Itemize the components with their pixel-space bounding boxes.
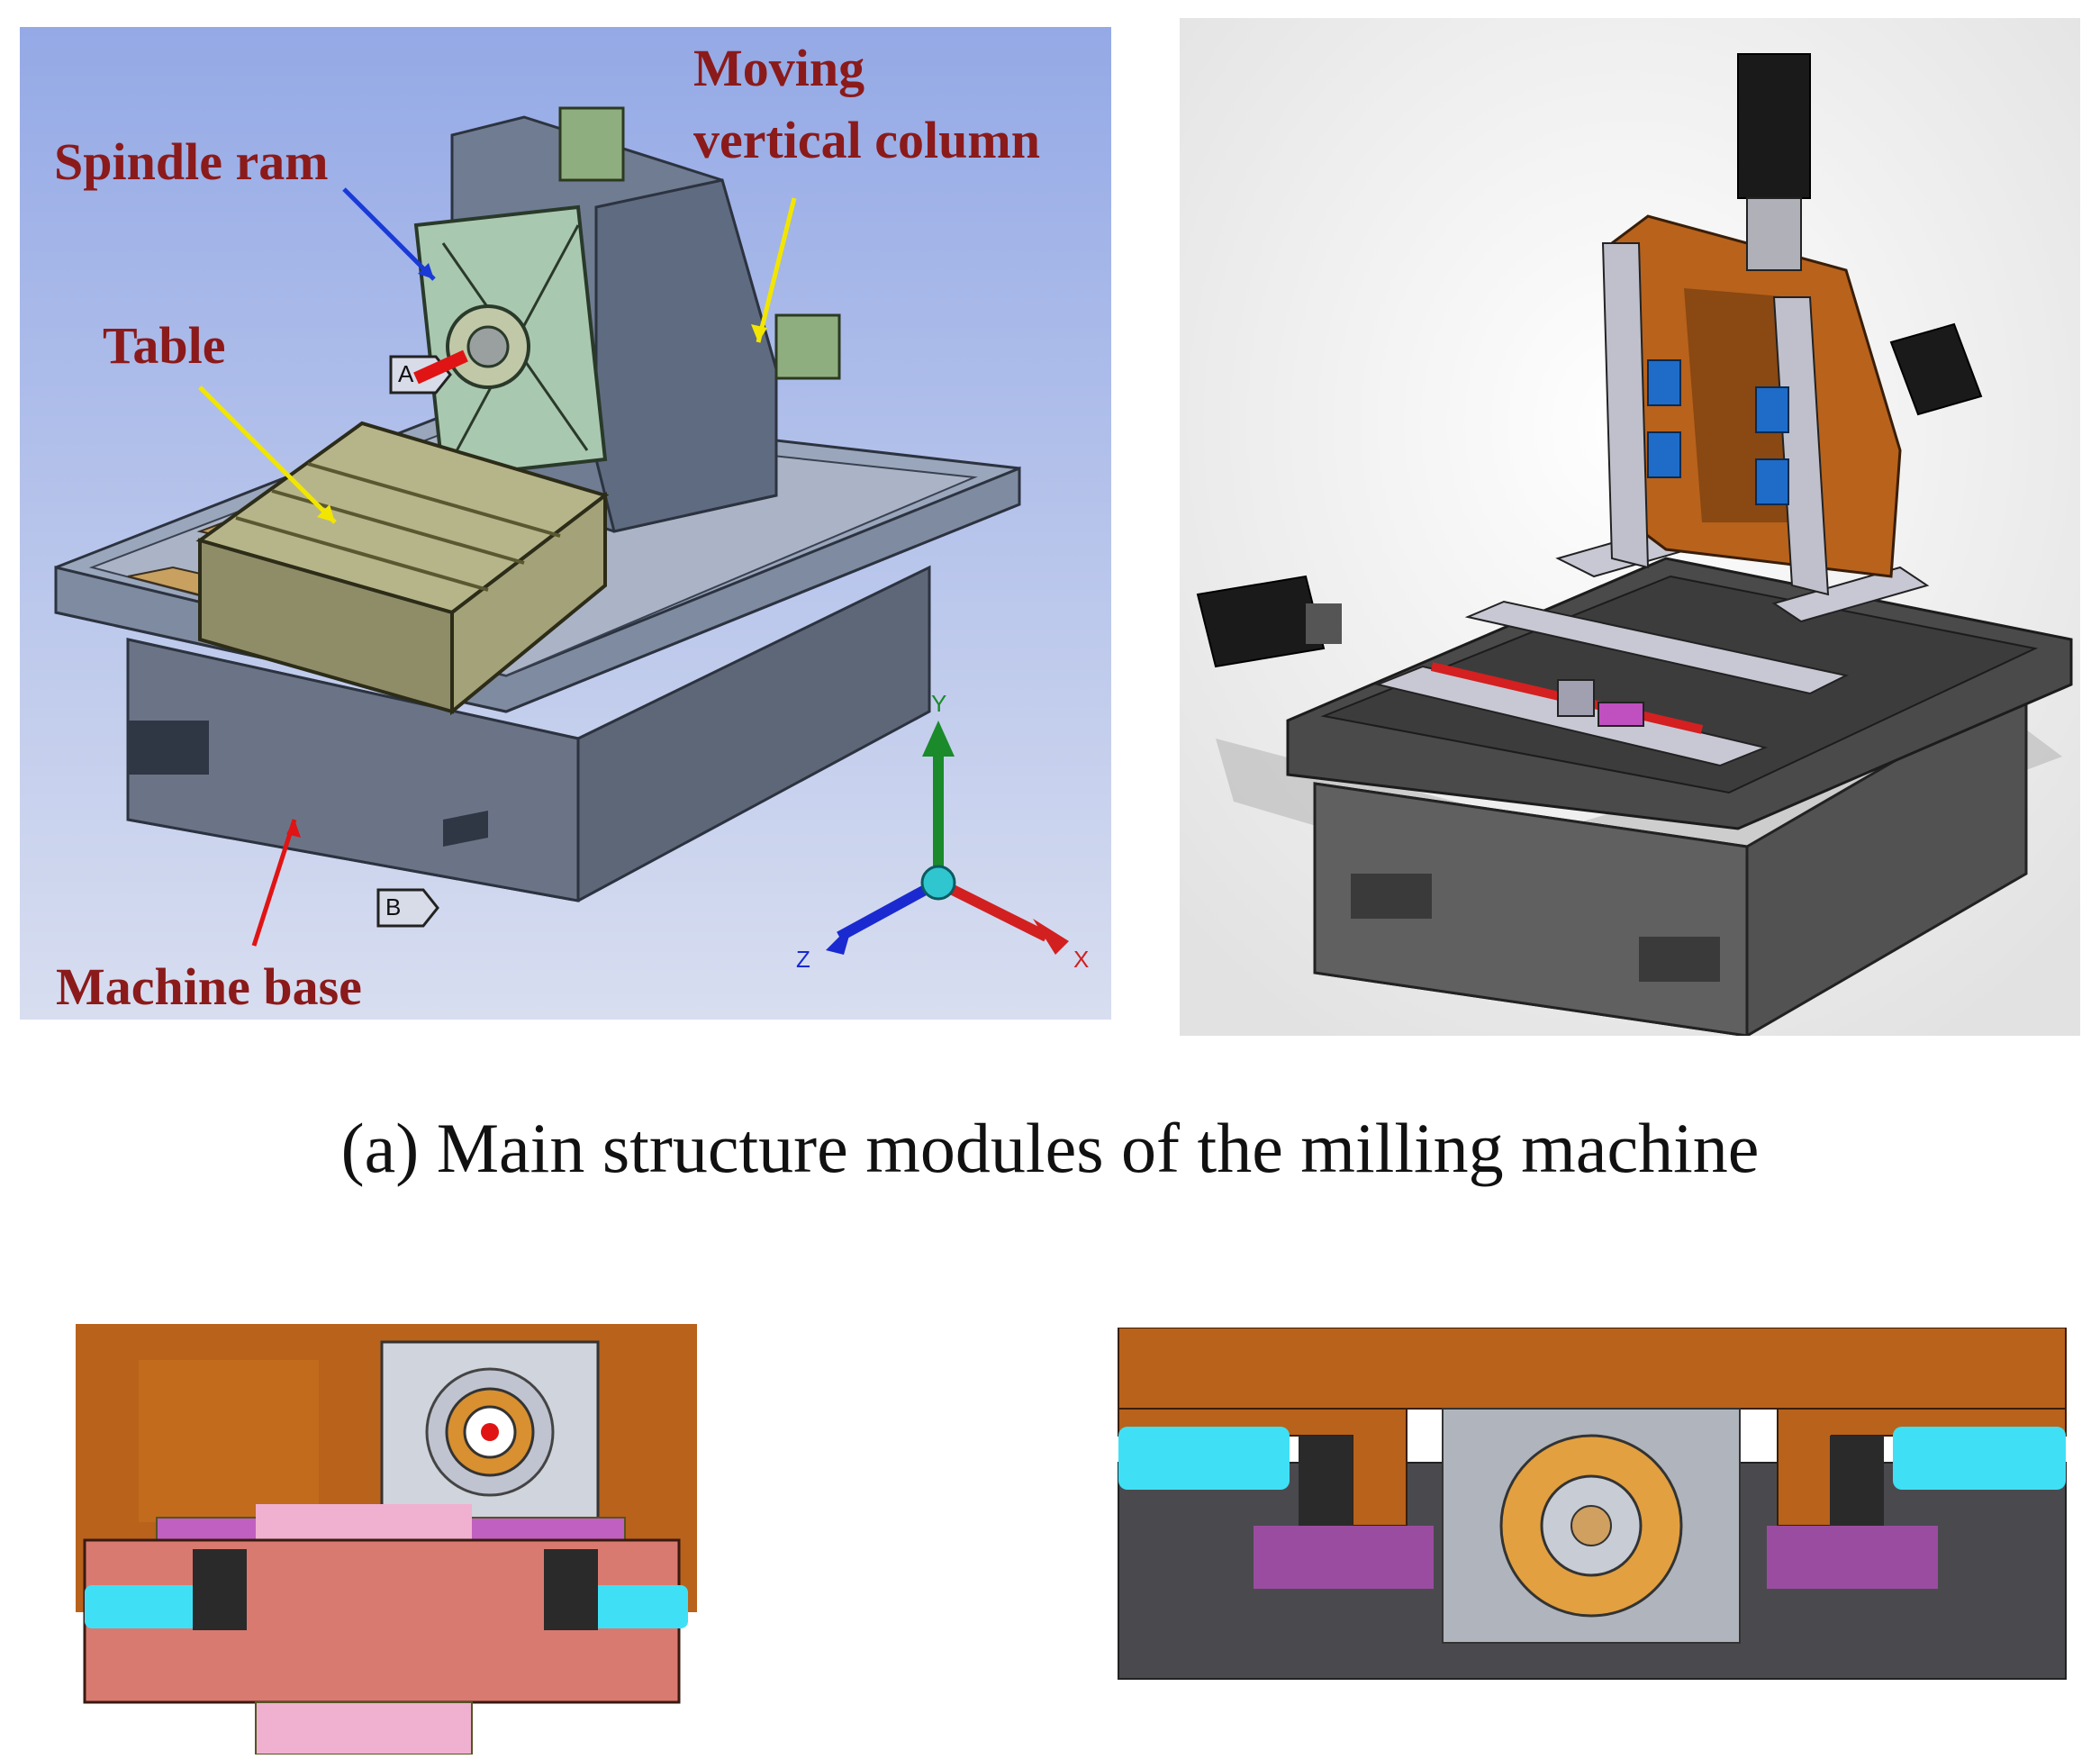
view-marker-a: A [398,360,414,387]
y-axis-label: Y [931,690,947,717]
rendered-machine-drawing [1180,18,2080,1036]
spindle-ram-label: Spindle ram [54,132,329,191]
z-axis-label: Z [796,946,810,973]
figure-caption: (a) Main structure modules of the millin… [340,1109,1760,1187]
view-marker-b: B [385,893,402,920]
machine-base-label: Machine base [56,957,362,1016]
cad-model-drawing [20,27,1111,1020]
detail-view-right-panel [1100,1328,2084,1706]
rendered-machine-panel [1180,18,2080,1036]
moving-column-label-line1: Moving [693,39,865,97]
cad-model-panel: Moving vertical column Spindle ram Table… [20,27,1111,1020]
moving-column-label-line2: vertical column [693,111,1040,169]
table-label: Table [103,316,226,375]
detail-view-left-panel [76,1324,697,1754]
detail-view-left-drawing [76,1324,697,1754]
x-axis-label: X [1073,946,1090,973]
detail-view-right-drawing [1100,1328,2084,1706]
